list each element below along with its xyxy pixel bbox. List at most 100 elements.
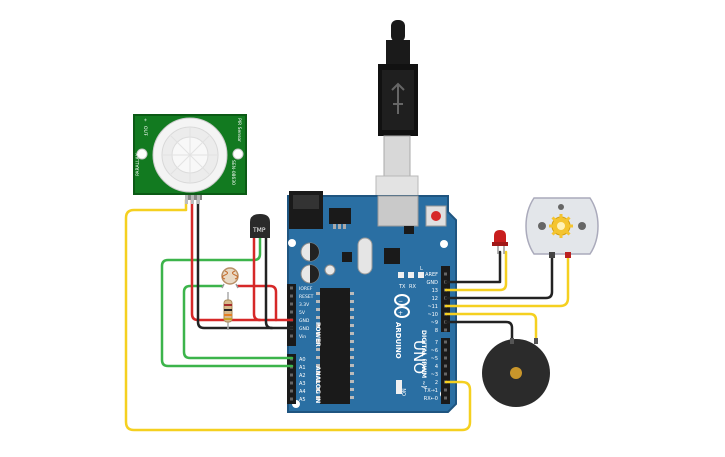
chip-leg [350, 364, 354, 367]
chip-leg [350, 372, 354, 375]
wire-tmp-signal[interactable] [160, 236, 294, 368]
usb-cable [375, 20, 419, 217]
chip-leg [316, 380, 320, 383]
analog-pin-label: A2 [299, 373, 306, 379]
chip-leg [350, 348, 354, 351]
arduino-logo-icon: − + [394, 294, 410, 318]
led[interactable] [492, 230, 508, 254]
pin-hole[interactable] [444, 396, 447, 400]
usb-chip [384, 248, 400, 264]
chip-leg [350, 300, 354, 303]
power-pin-label: GND [299, 326, 310, 332]
dc-motor[interactable] [525, 197, 599, 258]
digital-pin-label: RX←0 [424, 396, 438, 402]
wire-buzzer-10[interactable] [444, 312, 538, 342]
analog-pin-label: A3 [299, 381, 306, 387]
voltage-regulator [329, 208, 351, 224]
chip-leg [316, 372, 320, 375]
wire-ldr-vcc[interactable] [236, 284, 278, 322]
pin-hole[interactable] [290, 373, 293, 377]
pin-hole[interactable] [444, 372, 447, 376]
chip-leg [316, 340, 320, 343]
pin-hole[interactable] [444, 340, 447, 344]
resistor[interactable] [223, 292, 233, 330]
l-label: L [420, 266, 423, 272]
piezo-buzzer[interactable] [482, 338, 550, 407]
chip-leg [350, 388, 354, 391]
power-pin-label: 5V [299, 310, 306, 316]
chip-leg [316, 300, 320, 303]
pin-hole[interactable] [290, 294, 293, 298]
chip-leg [350, 380, 354, 383]
pin-hole[interactable] [290, 302, 293, 306]
mount-hole [288, 239, 296, 247]
pir-pin-label: - [142, 134, 147, 136]
wire-motor-11[interactable] [444, 256, 570, 308]
pin-hole[interactable] [290, 389, 293, 393]
chip-leg [316, 356, 320, 359]
analog-pin-label: A4 [299, 389, 306, 395]
tmp-label: TMP [252, 227, 266, 234]
chip-legs [316, 292, 354, 399]
pin-hole[interactable] [290, 397, 293, 401]
usb-icon [391, 82, 405, 114]
digital-pin-label: ~11 [427, 304, 438, 310]
temperature-sensor[interactable]: TMP [250, 214, 270, 238]
crystal [357, 237, 373, 275]
pin-hole[interactable] [444, 328, 447, 332]
pir-pin-label: + [142, 118, 148, 122]
analog-header [287, 354, 296, 404]
arduino-board[interactable]: TX RX L ON − + ARDUINO UNO IOREFRESET3.3… [287, 191, 457, 413]
digital-pin-label: ~6 [431, 348, 438, 354]
wire-motor-gnd[interactable] [444, 256, 554, 300]
chip-leg [316, 396, 320, 399]
pir-model: SEN-08630 [230, 160, 236, 185]
on-label: ON [402, 388, 408, 396]
chip-leg [350, 324, 354, 327]
pin-hole[interactable] [444, 348, 447, 352]
digital-pin-label: 12 [432, 296, 438, 302]
wire-tmp-gnd[interactable] [264, 236, 274, 330]
power-pin-label: GND [299, 318, 310, 324]
pir-left-text: PARALLAX [135, 153, 141, 176]
atmega-chip [320, 288, 350, 404]
wire-ldr-signal[interactable] [182, 284, 294, 360]
digital-pin-label: ~9 [431, 320, 438, 326]
pir-pin-labels: + OUT- [142, 118, 148, 136]
digital-pin-label: 4 [435, 364, 438, 370]
chip-leg [316, 388, 320, 391]
wire-tmp-vcc[interactable] [252, 236, 262, 322]
digital-pin-label: TX→1 [423, 388, 438, 394]
pin-hole[interactable] [444, 272, 447, 276]
pin-hole[interactable] [290, 381, 293, 385]
pin-hole[interactable] [290, 334, 293, 338]
digital-pin-label: 7 [435, 340, 438, 346]
chip-leg [350, 396, 354, 399]
pin-hole[interactable] [290, 310, 293, 314]
pin-hole[interactable] [444, 356, 447, 360]
analog-title: ANALOG IN [314, 366, 321, 403]
pir-sensor[interactable]: PARALLAX PIR Sensor SEN-08630 + OUT- [133, 114, 247, 204]
chip-leg [316, 292, 320, 295]
pin-hole[interactable] [290, 286, 293, 290]
pir-pin-label: OUT [142, 126, 148, 136]
wire-led-gnd[interactable] [444, 250, 502, 284]
pir-title: PIR Sensor [236, 118, 242, 142]
photoresistor[interactable] [221, 267, 239, 289]
wire-buzzer-gnd[interactable] [444, 320, 514, 342]
svg-text:+: + [398, 310, 403, 317]
wire-pir-out[interactable] [124, 198, 472, 432]
pin-hole[interactable] [444, 388, 447, 392]
wire-pir-gnd[interactable] [196, 198, 294, 330]
pin-hole[interactable] [444, 364, 447, 368]
power-header [287, 284, 296, 346]
wire-led-13[interactable] [444, 250, 508, 292]
digital-title: DIGITAL (PWM ~) [420, 330, 427, 388]
gear-icon [549, 214, 573, 238]
digital-pin-label: 2 [435, 380, 438, 386]
tx-label: TX [398, 284, 406, 290]
digital-pin-label: ~10 [427, 312, 438, 318]
